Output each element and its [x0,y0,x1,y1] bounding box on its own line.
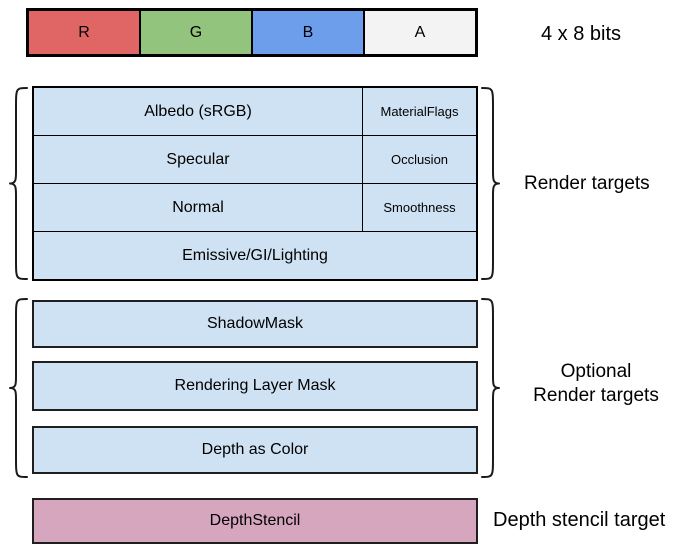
table-row-specular: Specular Occlusion [34,135,476,183]
depth-stencil-target-label: Depth stencil target [493,509,666,531]
box-rendering-layer-mask: Rendering Layer Mask [32,361,478,411]
bits-caption: 4 x 8 bits [541,22,622,45]
channel-b-cell: B [251,11,363,54]
table-row-emissive: Emissive/GI/Lighting [34,231,476,279]
cell-occlusion: Occlusion [362,136,476,183]
optional-render-targets-label: Optional Render targets [508,360,684,408]
cell-emissive: Emissive/GI/Lighting [34,232,476,279]
render-targets-label: Render targets [524,173,650,194]
table-row-normal: Normal Smoothness [34,183,476,231]
brace-left-optional-targets [9,298,28,478]
cell-materialflags: MaterialFlags [362,88,476,135]
table-row-albedo: Albedo (sRGB) MaterialFlags [34,88,476,135]
brace-right-optional-targets [481,298,500,478]
optional-label-line1: Optional [560,361,632,382]
optional-label-line2: Render targets [533,385,659,406]
cell-normal: Normal [34,184,362,231]
cell-smoothness: Smoothness [362,184,476,231]
brace-left-render-targets [9,87,28,280]
cell-specular: Specular [34,136,362,183]
box-depth-as-color: Depth as Color [32,426,478,474]
channel-r-cell: R [29,11,139,54]
channel-a-cell: A [363,11,475,54]
channel-g-cell: G [139,11,251,54]
render-targets-table: Albedo (sRGB) MaterialFlags Specular Occ… [32,86,478,281]
rgba-pixel-bar: R G B A [26,8,478,57]
brace-right-render-targets [481,87,500,280]
box-depthstencil: DepthStencil [32,498,478,544]
cell-albedo: Albedo (sRGB) [34,88,362,135]
box-shadowmask: ShadowMask [32,300,478,348]
